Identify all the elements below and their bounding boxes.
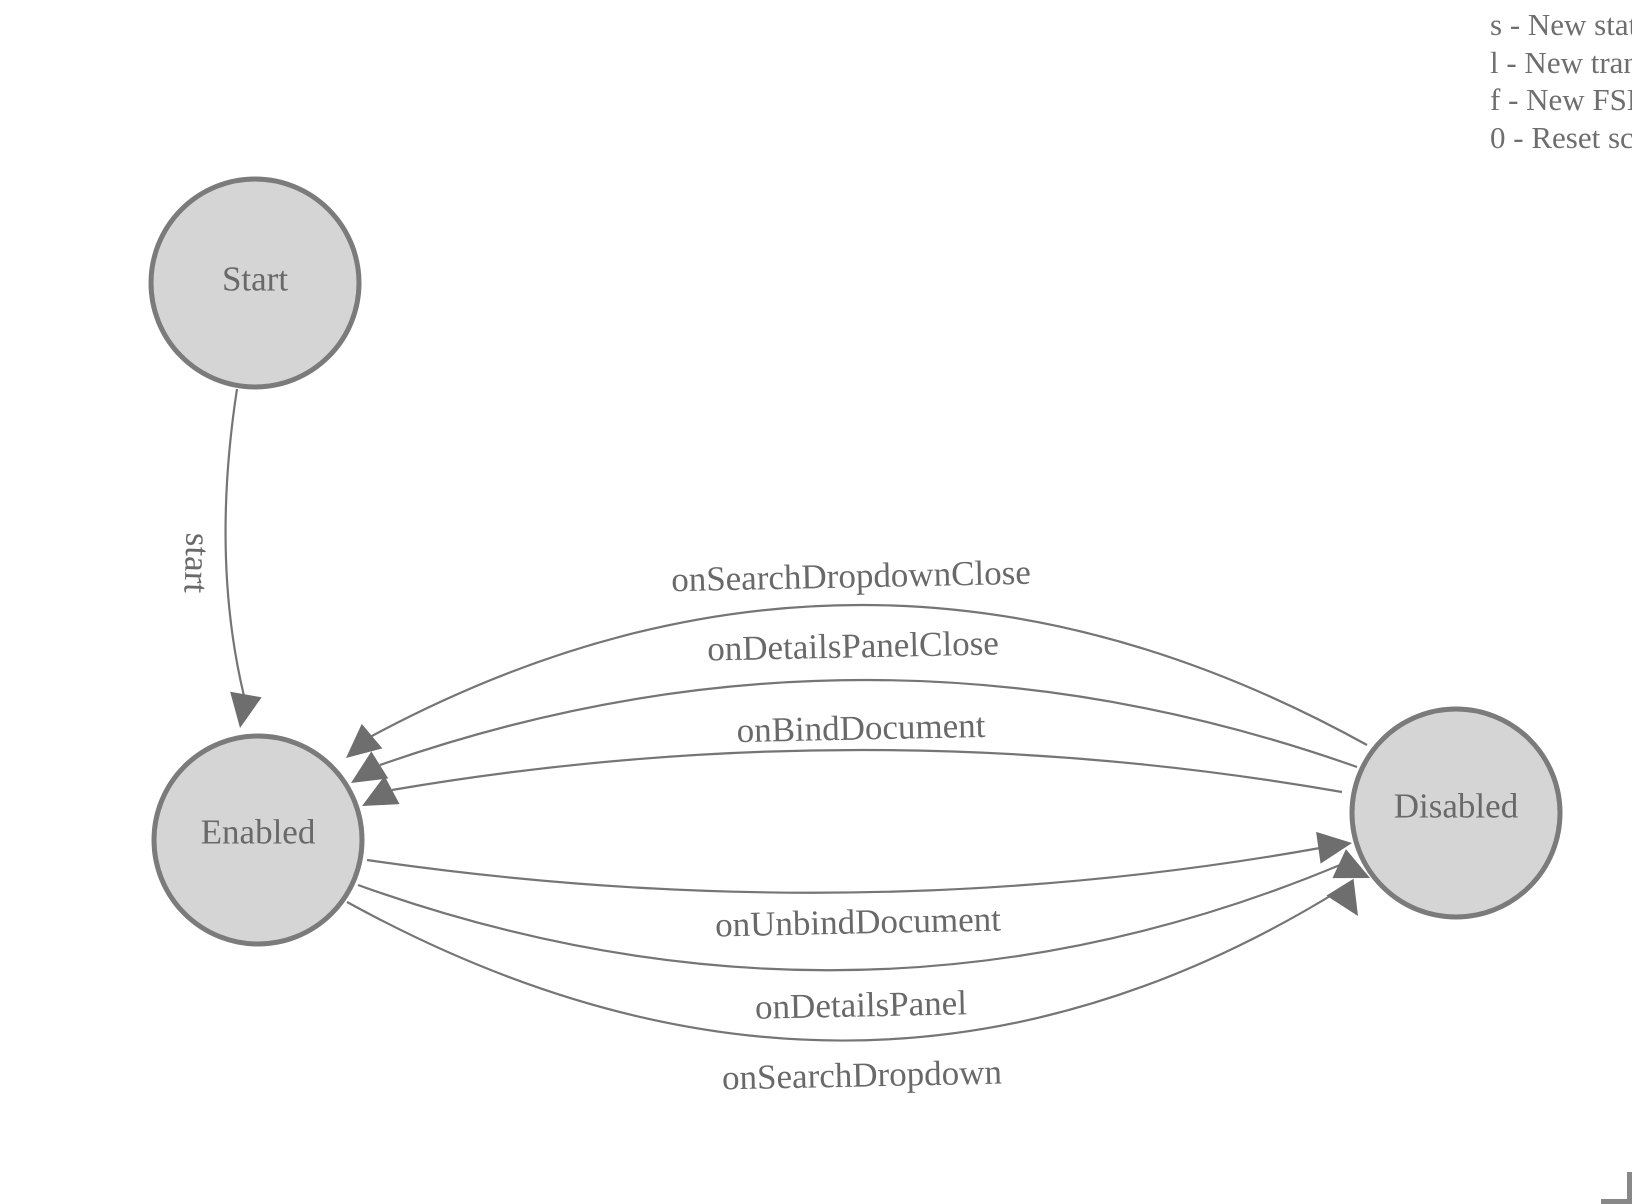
arrowhead-icon-onSearchDropdown [1326,878,1358,916]
transition-label-onSearchDropdown[interactable]: onSearchDropdown [722,1053,1003,1098]
state-node-start[interactable]: Start [148,176,362,390]
state-circle-start[interactable] [148,176,362,390]
transition-edge-onSearchDropdown[interactable] [346,889,1341,1042]
transition-edge-onDetailsPanelClose[interactable] [379,678,1358,769]
state-circle-enabled[interactable] [151,733,365,947]
arrowhead-icon-onDetailsPanelClose [351,751,389,783]
offscreen-element-corner-horizontal [1601,1199,1632,1204]
offscreen-element-corner-vertical [1627,1172,1632,1204]
transition-label-onDetailsPanelClose[interactable]: onDetailsPanelClose [707,623,999,668]
transition-edge-onUnbindDocument[interactable] [366,846,1321,894]
transition-label-onBindDocument[interactable]: onBindDocument [736,706,986,750]
arrowheads [230,691,1370,916]
legend-line-new-state: s - New state [1490,7,1632,42]
shortcut-legend: s - New state l - New transition f - New… [1490,6,1632,156]
transition-label-onDetailsPanel[interactable]: onDetailsPanel [755,983,968,1026]
transition-label-start[interactable]: start [176,532,217,594]
transition-edge-onBindDocument[interactable] [391,748,1343,794]
state-node-enabled[interactable]: Enabled [151,733,365,947]
arrowhead-icon-start [230,691,262,728]
state-label-disabled: Disabled [1394,787,1519,826]
arrowhead-icon-onSearchDropdownClose [346,723,383,758]
transition-label-onUnbindDocument[interactable]: onUnbindDocument [715,900,1002,945]
state-circle-disabled[interactable] [1349,706,1563,920]
transition-edge-start[interactable] [224,388,246,697]
transition-edge-onDetailsPanel[interactable] [357,863,1341,972]
state-label-start: Start [222,260,288,299]
state-node-disabled[interactable]: Disabled [1349,706,1563,920]
arrowhead-icon-onUnbindDocument [1316,831,1352,864]
transition-label-onSearchDropdownClose[interactable]: onSearchDropdownClose [671,553,1031,600]
arrowhead-icon-onDetailsPanel [1332,849,1370,879]
legend-line-reset-scale: 0 - Reset scale [1490,119,1632,155]
arrowhead-icon-onBindDocument [362,775,400,806]
state-label-enabled: Enabled [201,813,316,852]
legend-line-new-transition: l - New transition [1490,44,1632,80]
legend-line-new-fsm: f - New FSM [1490,82,1632,117]
transition-edge-onSearchDropdownClose[interactable] [369,603,1368,746]
transition-edges [224,388,1368,1042]
transition-labels: start onSearchDropdownClose onDetailsPan… [176,532,1031,1097]
